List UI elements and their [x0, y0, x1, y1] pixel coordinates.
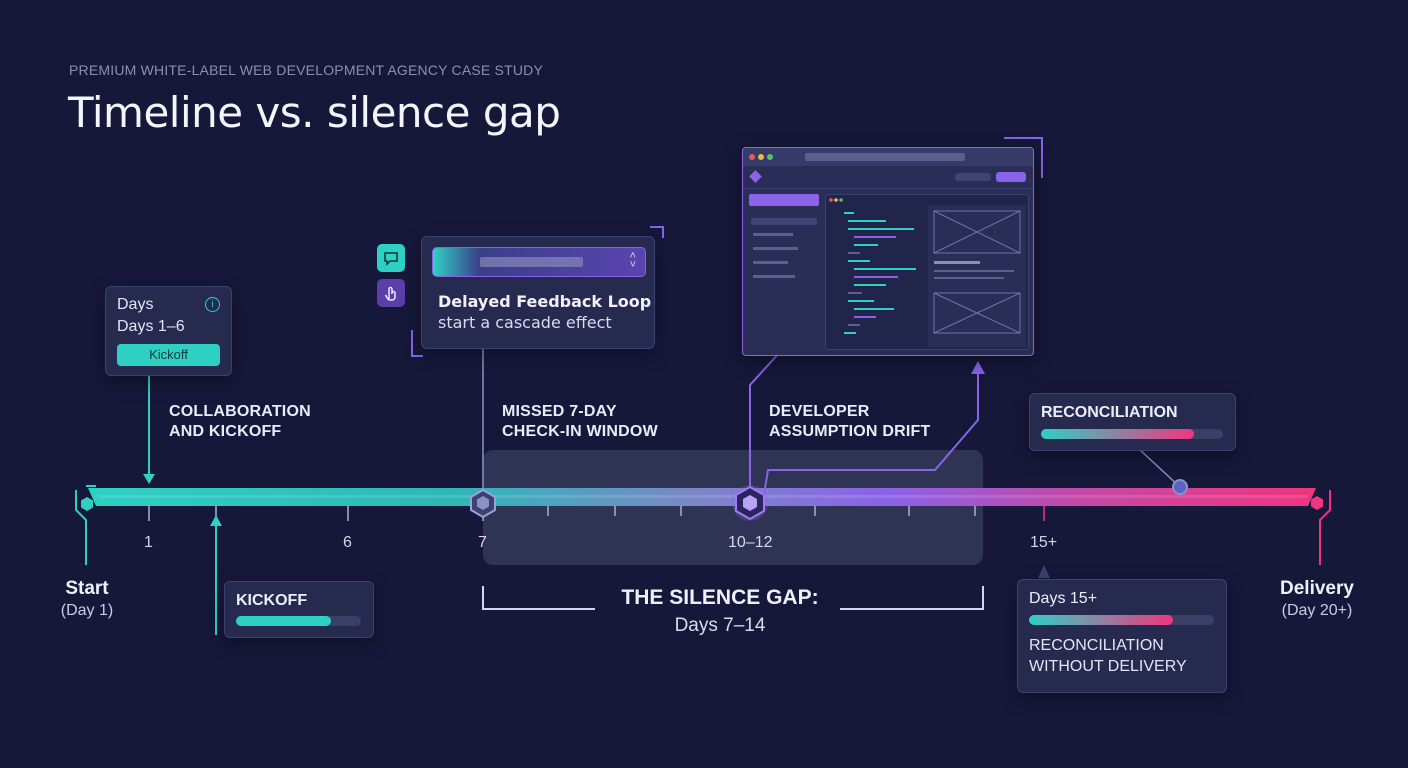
tick-label-15: 15+	[1030, 534, 1058, 551]
tick-label-6: 6	[343, 534, 352, 551]
days-label: Days	[117, 296, 154, 313]
silence-gap-subtitle: Days 7–14	[674, 615, 766, 636]
browser-titlebar	[743, 148, 1033, 166]
hand-pointer-icon	[384, 286, 396, 301]
tick-label-10-12: 10–12	[728, 534, 773, 551]
reconciliation-progress	[1041, 429, 1223, 439]
info-icon[interactable]: i	[205, 297, 220, 312]
reconciliation-title: RECONCILIATION	[1041, 404, 1178, 421]
feedback-title: Delayed Feedback Loop	[438, 292, 652, 311]
delivery-node	[1311, 496, 1323, 510]
chevron-updown-icon: ˄˅	[629, 250, 636, 271]
pointer-button[interactable]	[377, 279, 405, 307]
feedback-subtitle: start a cascade effect	[438, 313, 612, 332]
days-15-line2: WITHOUT DELIVERY	[1029, 658, 1187, 675]
browser-window-mock	[742, 147, 1034, 356]
silence-gap-title: THE SILENCE GAP:	[621, 586, 819, 609]
feedback-loop-card: ˄˅ Delayed Feedback Loop start a cascade…	[421, 236, 655, 349]
days-15-card: Days 15+ RECONCILIATION WITHOUT DELIVERY	[1017, 579, 1227, 693]
timeline-track	[88, 488, 1316, 506]
kickoff-title: KICKOFF	[236, 592, 308, 609]
tick-label-1: 1	[144, 534, 153, 551]
feedback-dropdown[interactable]: ˄˅	[432, 247, 646, 277]
kickoff-button[interactable]: Kickoff	[117, 344, 220, 366]
kickoff-card: KICKOFF	[224, 581, 374, 638]
delivery-label: Delivery (Day 20+)	[1280, 578, 1354, 619]
chat-icon	[384, 252, 398, 266]
eyebrow-text: PREMIUM WHITE-LABEL WEB DEVELOPMENT AGEN…	[69, 62, 543, 78]
reconciliation-card: RECONCILIATION	[1029, 393, 1236, 451]
days-15-progress	[1029, 615, 1214, 625]
kickoff-progress	[236, 616, 361, 626]
reconciliation-node	[1172, 479, 1188, 495]
start-label: Start (Day 1)	[60, 578, 114, 619]
kickoff-days-card: Days i Days 1–6 Kickoff	[105, 286, 232, 376]
tick-label-7: 7	[478, 534, 487, 551]
chat-button[interactable]	[377, 244, 405, 272]
silence-gap-region	[483, 450, 983, 565]
days-15-line1: RECONCILIATION	[1029, 637, 1164, 654]
mock-primary-button	[996, 172, 1026, 182]
days-range-label: Days 1–6	[117, 318, 185, 335]
page-title: Timeline vs. silence gap	[68, 88, 561, 137]
start-node	[81, 497, 93, 511]
days-15-title: Days 15+	[1029, 590, 1098, 607]
